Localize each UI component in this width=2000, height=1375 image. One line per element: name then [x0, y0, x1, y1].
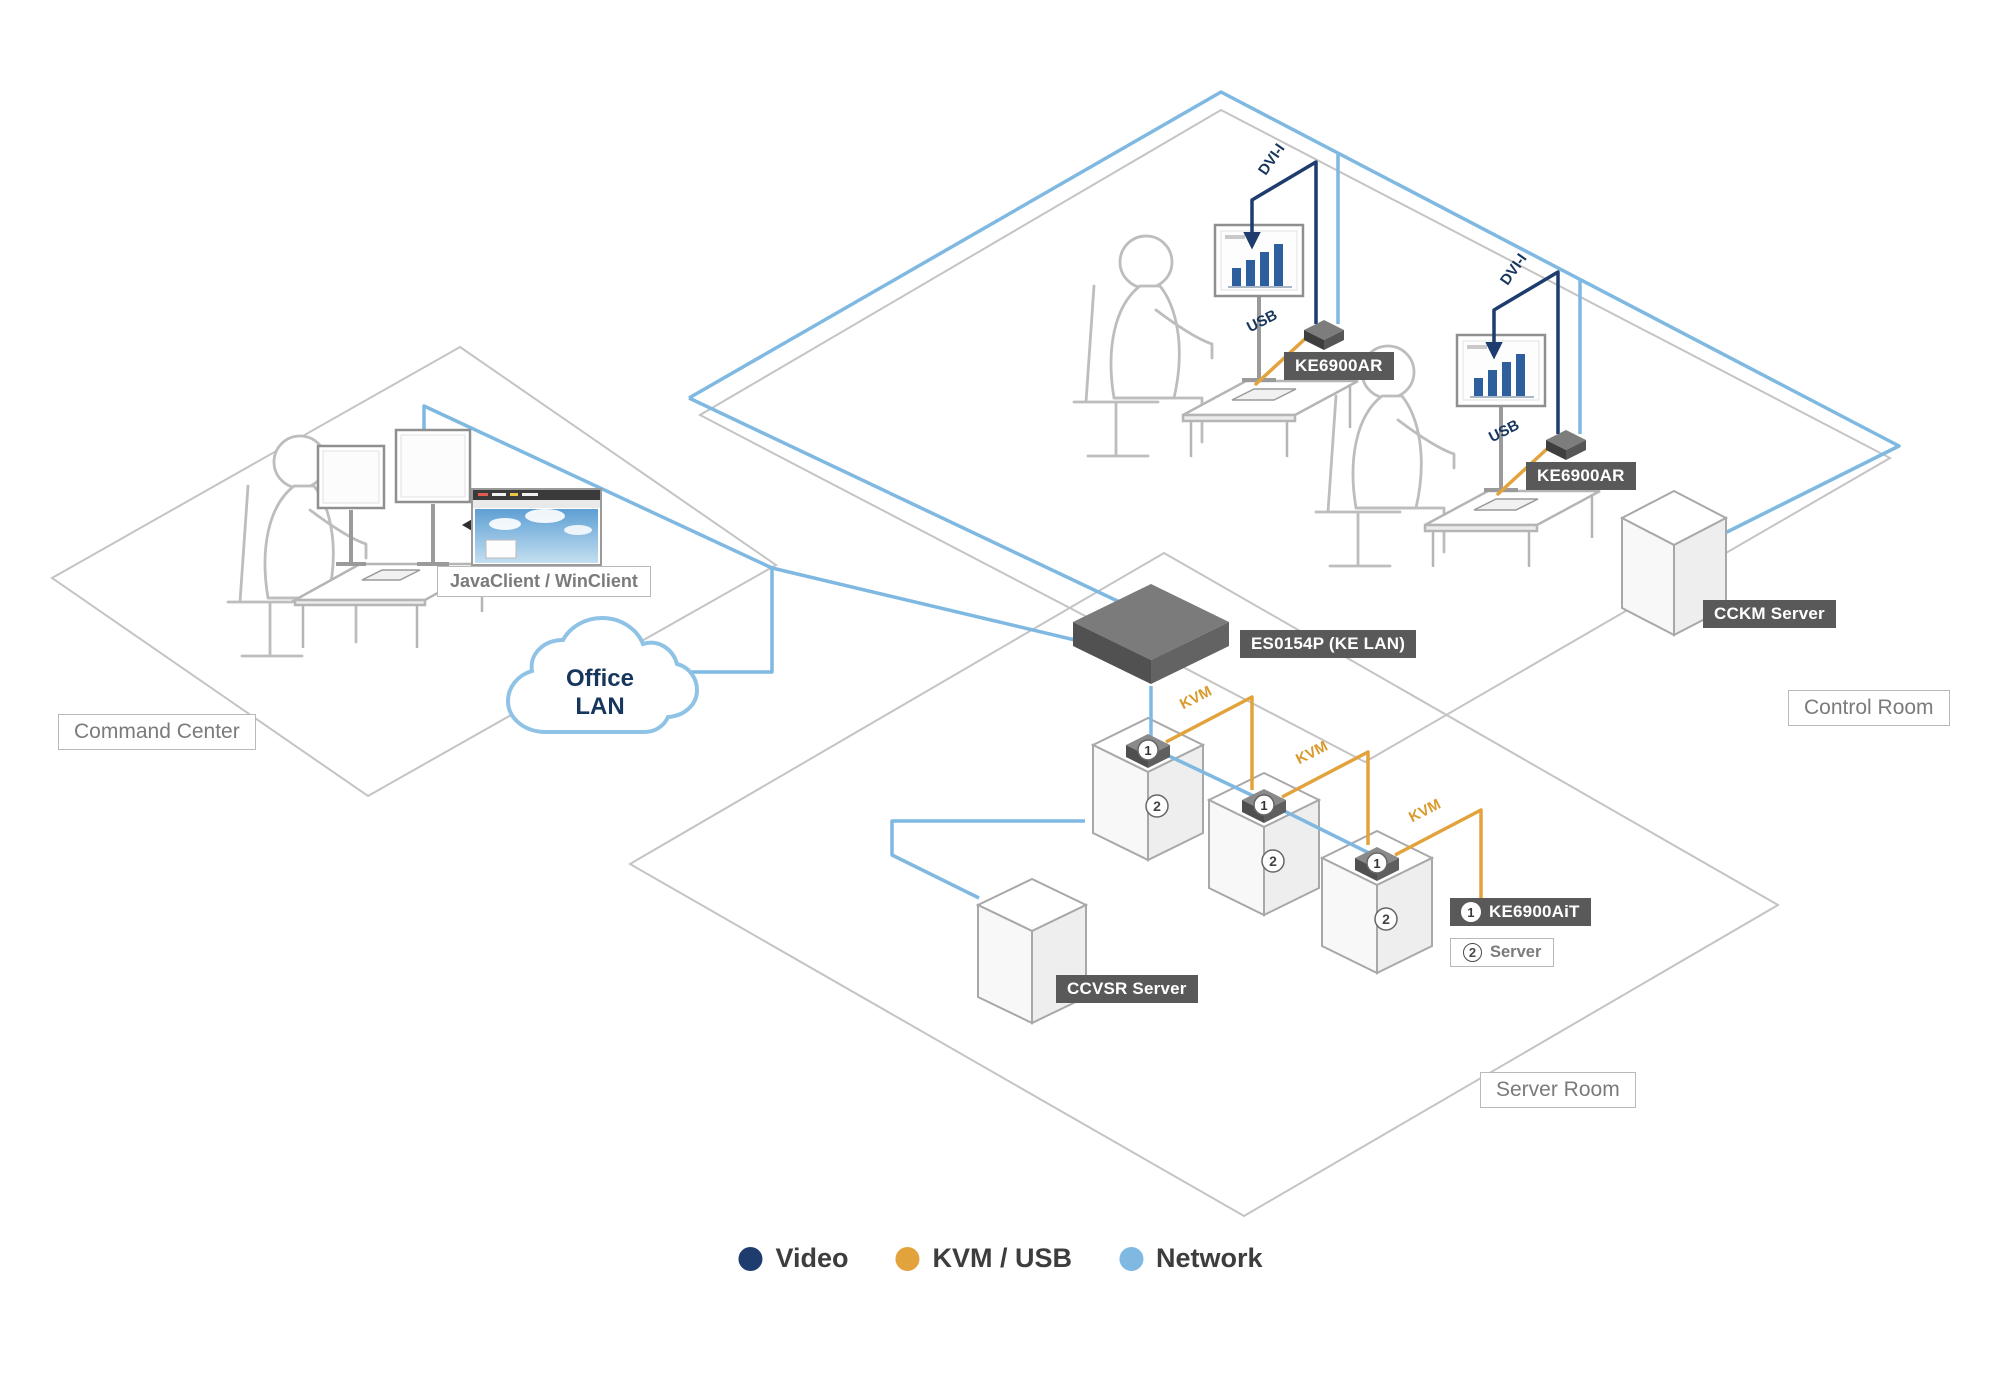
- badge-cckm-text: CCKM Server: [1714, 604, 1825, 623]
- kvm-cable-3: [1394, 808, 1483, 903]
- legend: Video KVM / USB Network: [737, 1243, 1263, 1274]
- badge-ke6900ar-2-text: KE6900AR: [1537, 466, 1625, 485]
- legend-network-label: Network: [1156, 1243, 1263, 1273]
- command-center-workstation: [226, 428, 602, 658]
- room-outlines: [50, 108, 1893, 1218]
- room-label-command-center: Command Center: [58, 714, 256, 750]
- monitor-left: [316, 444, 386, 510]
- marker-2-circle: [1374, 907, 1398, 931]
- lan-switch-box: [1073, 584, 1229, 684]
- marker-2-icon: 2: [1463, 943, 1482, 962]
- office-lan-cloud: Office LAN: [505, 615, 700, 734]
- network-backbone-to-switch: [688, 396, 1129, 608]
- control-room-outline: [697, 108, 1893, 764]
- marker-1-label: 1: [1373, 856, 1380, 871]
- cloud-label-line1: Office: [566, 665, 634, 692]
- kvm-usb-dot-icon: [895, 1246, 920, 1271]
- monitor-right: [394, 428, 472, 504]
- server-room-outline: [628, 551, 1780, 1218]
- numbered-markers: 1 1 1 2 2 2: [1137, 739, 1398, 931]
- marker-2-label: 2: [1153, 798, 1161, 814]
- marker-1-circle: [1253, 794, 1275, 816]
- callout-server: 2 Server: [1450, 938, 1555, 967]
- legend-item-kvm-usb: KVM / USB: [894, 1243, 1072, 1274]
- control-room-workstation-2: [1316, 272, 1600, 567]
- network-cloud-link: [690, 568, 774, 674]
- kvm-cables: [1165, 695, 1483, 903]
- badge-javaclient: JavaClient / WinClient: [437, 566, 651, 597]
- marker-2-label: 2: [1269, 853, 1277, 869]
- marker-1-label: 1: [1260, 798, 1267, 813]
- badge-ke6900ar-2: KE6900AR: [1526, 462, 1636, 490]
- callout-server-text: Server: [1490, 943, 1542, 961]
- badge-javaclient-text: JavaClient / WinClient: [450, 571, 638, 591]
- marker-2-circle: [1145, 794, 1169, 818]
- legend-item-video: Video: [737, 1243, 848, 1274]
- callout-ke6900ait-text: KE6900AiT: [1489, 902, 1580, 921]
- badge-ccvsr-server: CCVSR Server: [1056, 975, 1198, 1003]
- legend-video-label: Video: [775, 1243, 849, 1273]
- marker-1-circle: [1366, 852, 1388, 874]
- kvm-cable-1: [1165, 695, 1254, 790]
- network-dot-icon: [1119, 1246, 1144, 1271]
- badge-ccvsr-text: CCVSR Server: [1067, 979, 1187, 998]
- client-screenshot-window: [462, 488, 602, 566]
- room-label-control-room: Control Room: [1788, 690, 1950, 726]
- legend-item-network: Network: [1118, 1243, 1263, 1274]
- marker-1-label: 1: [1144, 743, 1151, 758]
- network-client-link: [422, 404, 773, 570]
- marker-1-icon: 1: [1461, 902, 1481, 922]
- marker-2-label: 2: [1382, 911, 1390, 927]
- network-cables: [422, 90, 1901, 674]
- badge-es0154p: ES0154P (KE LAN): [1240, 630, 1417, 658]
- kvm-cable-2: [1281, 750, 1370, 845]
- badge-cckm-server: CCKM Server: [1703, 600, 1836, 628]
- badge-es0154p-text: ES0154P (KE LAN): [1251, 634, 1406, 653]
- badge-ke6900ar-1: KE6900AR: [1284, 352, 1394, 380]
- cloud-label-line2: LAN: [575, 693, 624, 720]
- keyboard: [361, 569, 421, 581]
- legend-kvm-usb-label: KVM / USB: [932, 1243, 1073, 1273]
- network-transmitter-link-1: [1151, 746, 1263, 802]
- badge-ke6900ar-1-text: KE6900AR: [1295, 356, 1383, 375]
- network-lan-link: [771, 566, 1076, 642]
- marker-1-circle: [1137, 739, 1159, 761]
- network-ccvsr-link: [890, 819, 1085, 900]
- callout-ke6900ait: 1 KE6900AiT: [1450, 898, 1591, 926]
- command-center-outline: [50, 345, 778, 798]
- monitor-stands: [336, 504, 449, 566]
- network-backbone: [688, 90, 1901, 545]
- control-room-workstation-1: [1074, 162, 1358, 457]
- room-label-server-room: Server Room: [1480, 1072, 1636, 1108]
- video-dot-icon: [738, 1246, 763, 1271]
- marker-2-circle: [1261, 849, 1285, 873]
